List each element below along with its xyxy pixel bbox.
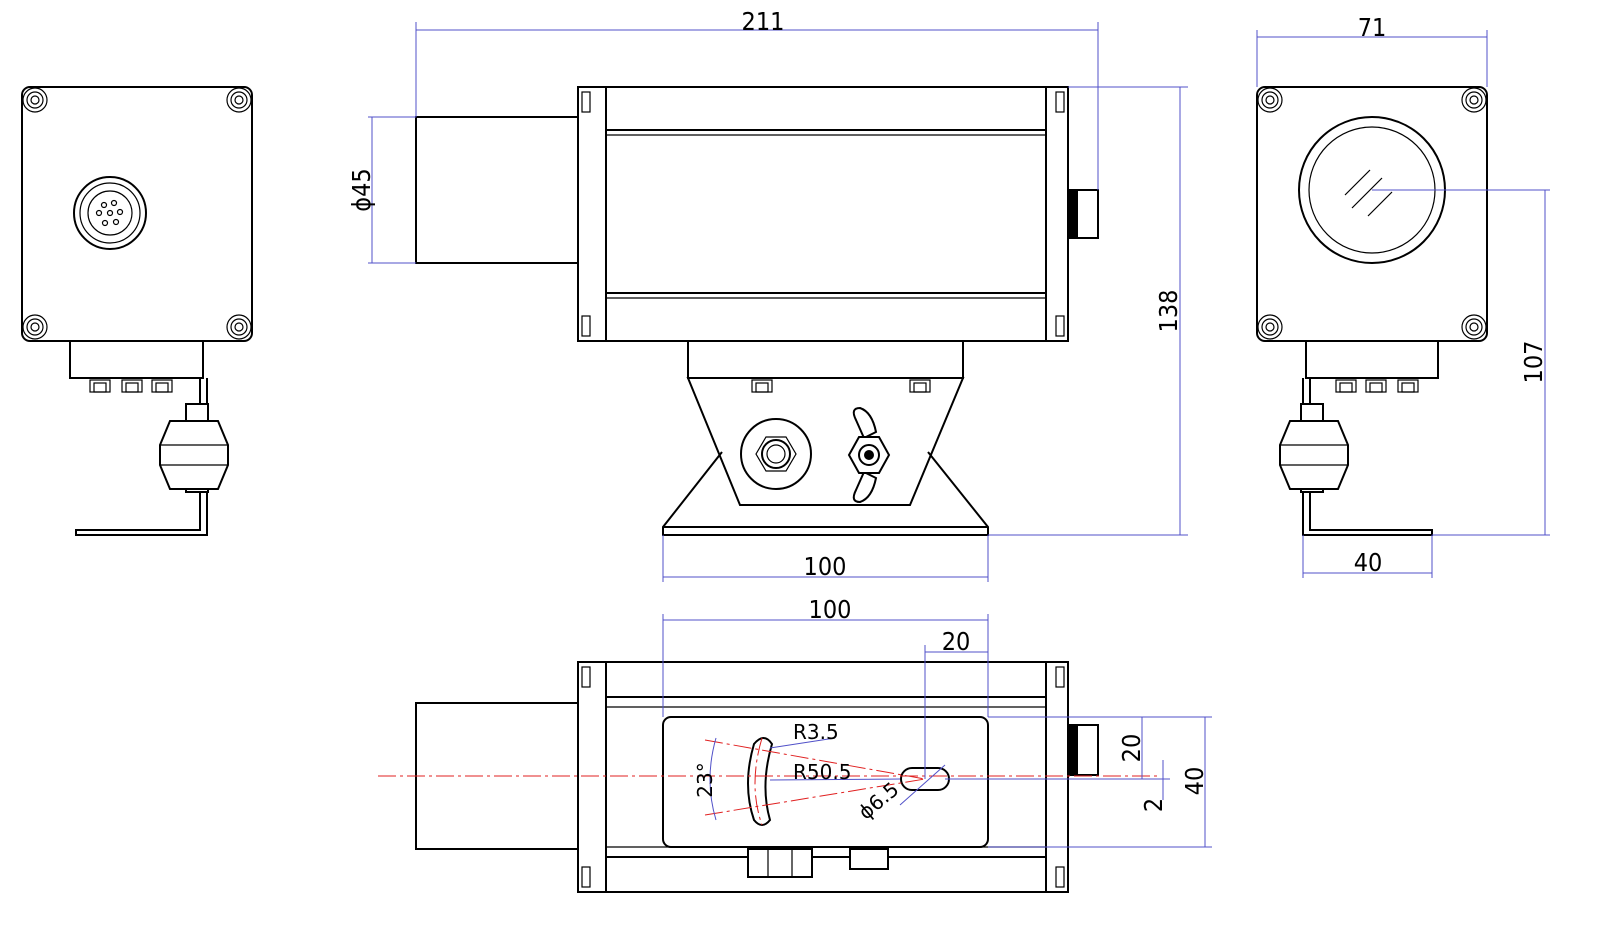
dim-base-width: 100 <box>804 552 847 581</box>
dim-center-offset: 2 <box>1139 798 1168 812</box>
dim-overall-height: 138 <box>1154 290 1183 333</box>
dim-overall-length: 211 <box>742 7 785 36</box>
dim-hole-offset-y: 20 <box>1117 734 1146 763</box>
right-view <box>1256 86 1488 536</box>
dim-side-height: 107 <box>1519 341 1548 384</box>
left-view <box>21 86 253 536</box>
wing-nut-icon <box>847 406 891 504</box>
dim-bottom-plate-width: 100 <box>809 595 852 624</box>
dim-arc-radius: R50.5 <box>793 760 851 784</box>
dim-slot-radius: R3.5 <box>793 720 839 744</box>
dim-hole-offset-x: 20 <box>942 627 971 656</box>
dim-arc-angle: 23° <box>693 762 717 797</box>
hex-nut-icon <box>740 418 812 490</box>
dimension-lines <box>368 22 1550 848</box>
dim-lens-diameter: ϕ45 <box>347 168 376 211</box>
dim-side-width: 71 <box>1358 13 1387 42</box>
bottom-view <box>378 661 1160 893</box>
dim-bracket-width: 40 <box>1354 548 1383 577</box>
front-view <box>415 86 1099 536</box>
connector-icon <box>73 176 147 250</box>
dim-plate-depth: 40 <box>1180 767 1209 796</box>
